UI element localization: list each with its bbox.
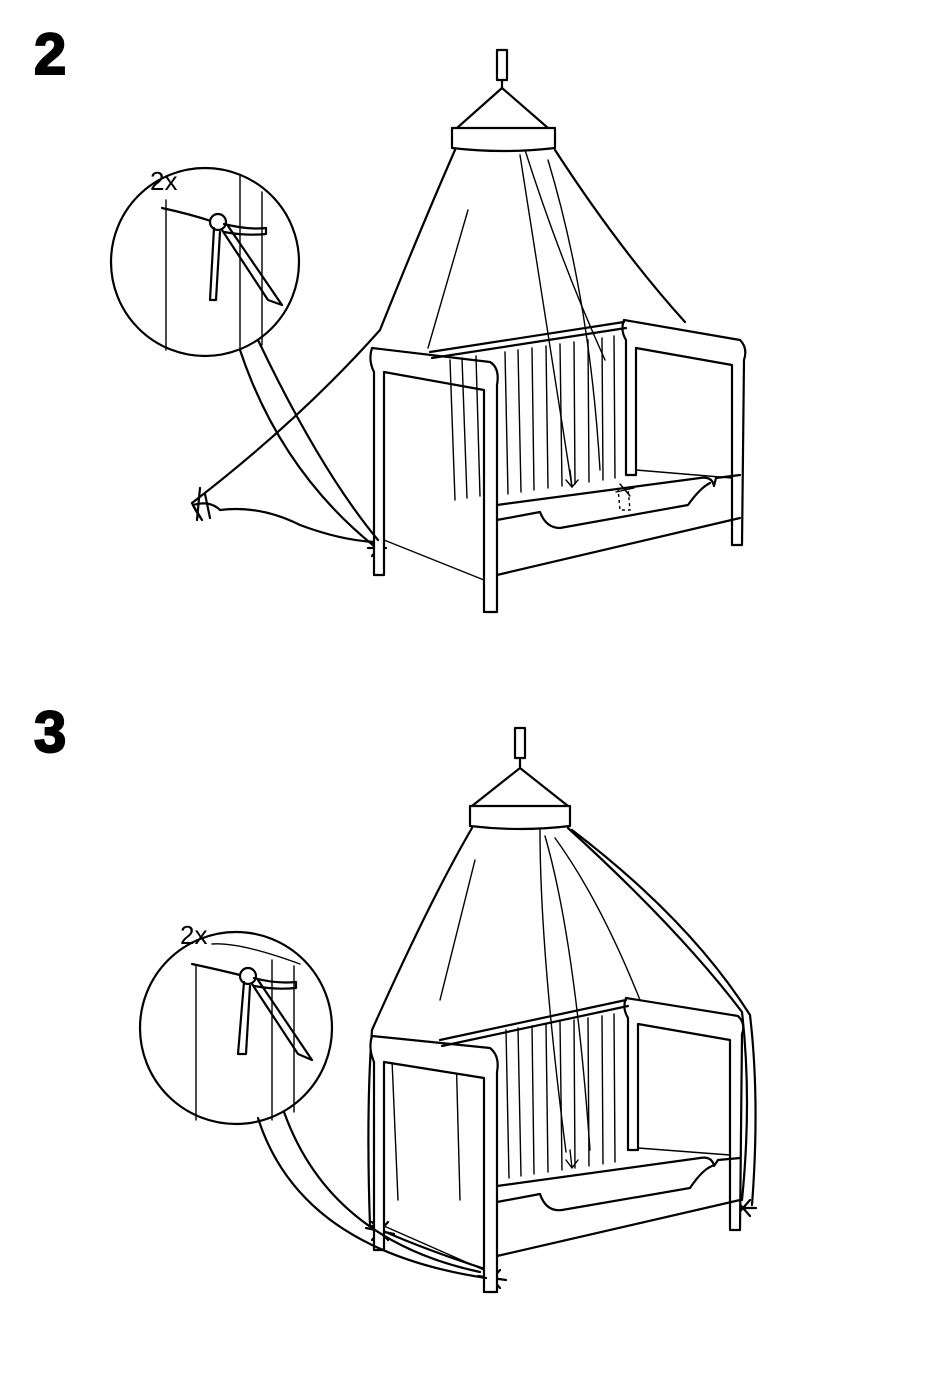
- canopy-crown-icon: [452, 88, 555, 151]
- tie-knot-detail-icon: 2x: [111, 166, 378, 546]
- crib-slats: [506, 1014, 615, 1178]
- step-2-callout-quantity: 2x: [150, 166, 177, 196]
- canopy-net-icon: [192, 150, 685, 556]
- step-3-illustration: 2x: [140, 728, 756, 1292]
- ceiling-hook-icon: [497, 50, 507, 88]
- tie-knot-detail-icon: 2x: [140, 920, 486, 1278]
- canopy-crown-icon: [470, 768, 570, 829]
- ceiling-hook-icon: [515, 728, 525, 768]
- step-3-callout-quantity: 2x: [180, 920, 207, 950]
- crib-icon: [370, 320, 745, 612]
- step-2-illustration: 2x: [111, 50, 745, 612]
